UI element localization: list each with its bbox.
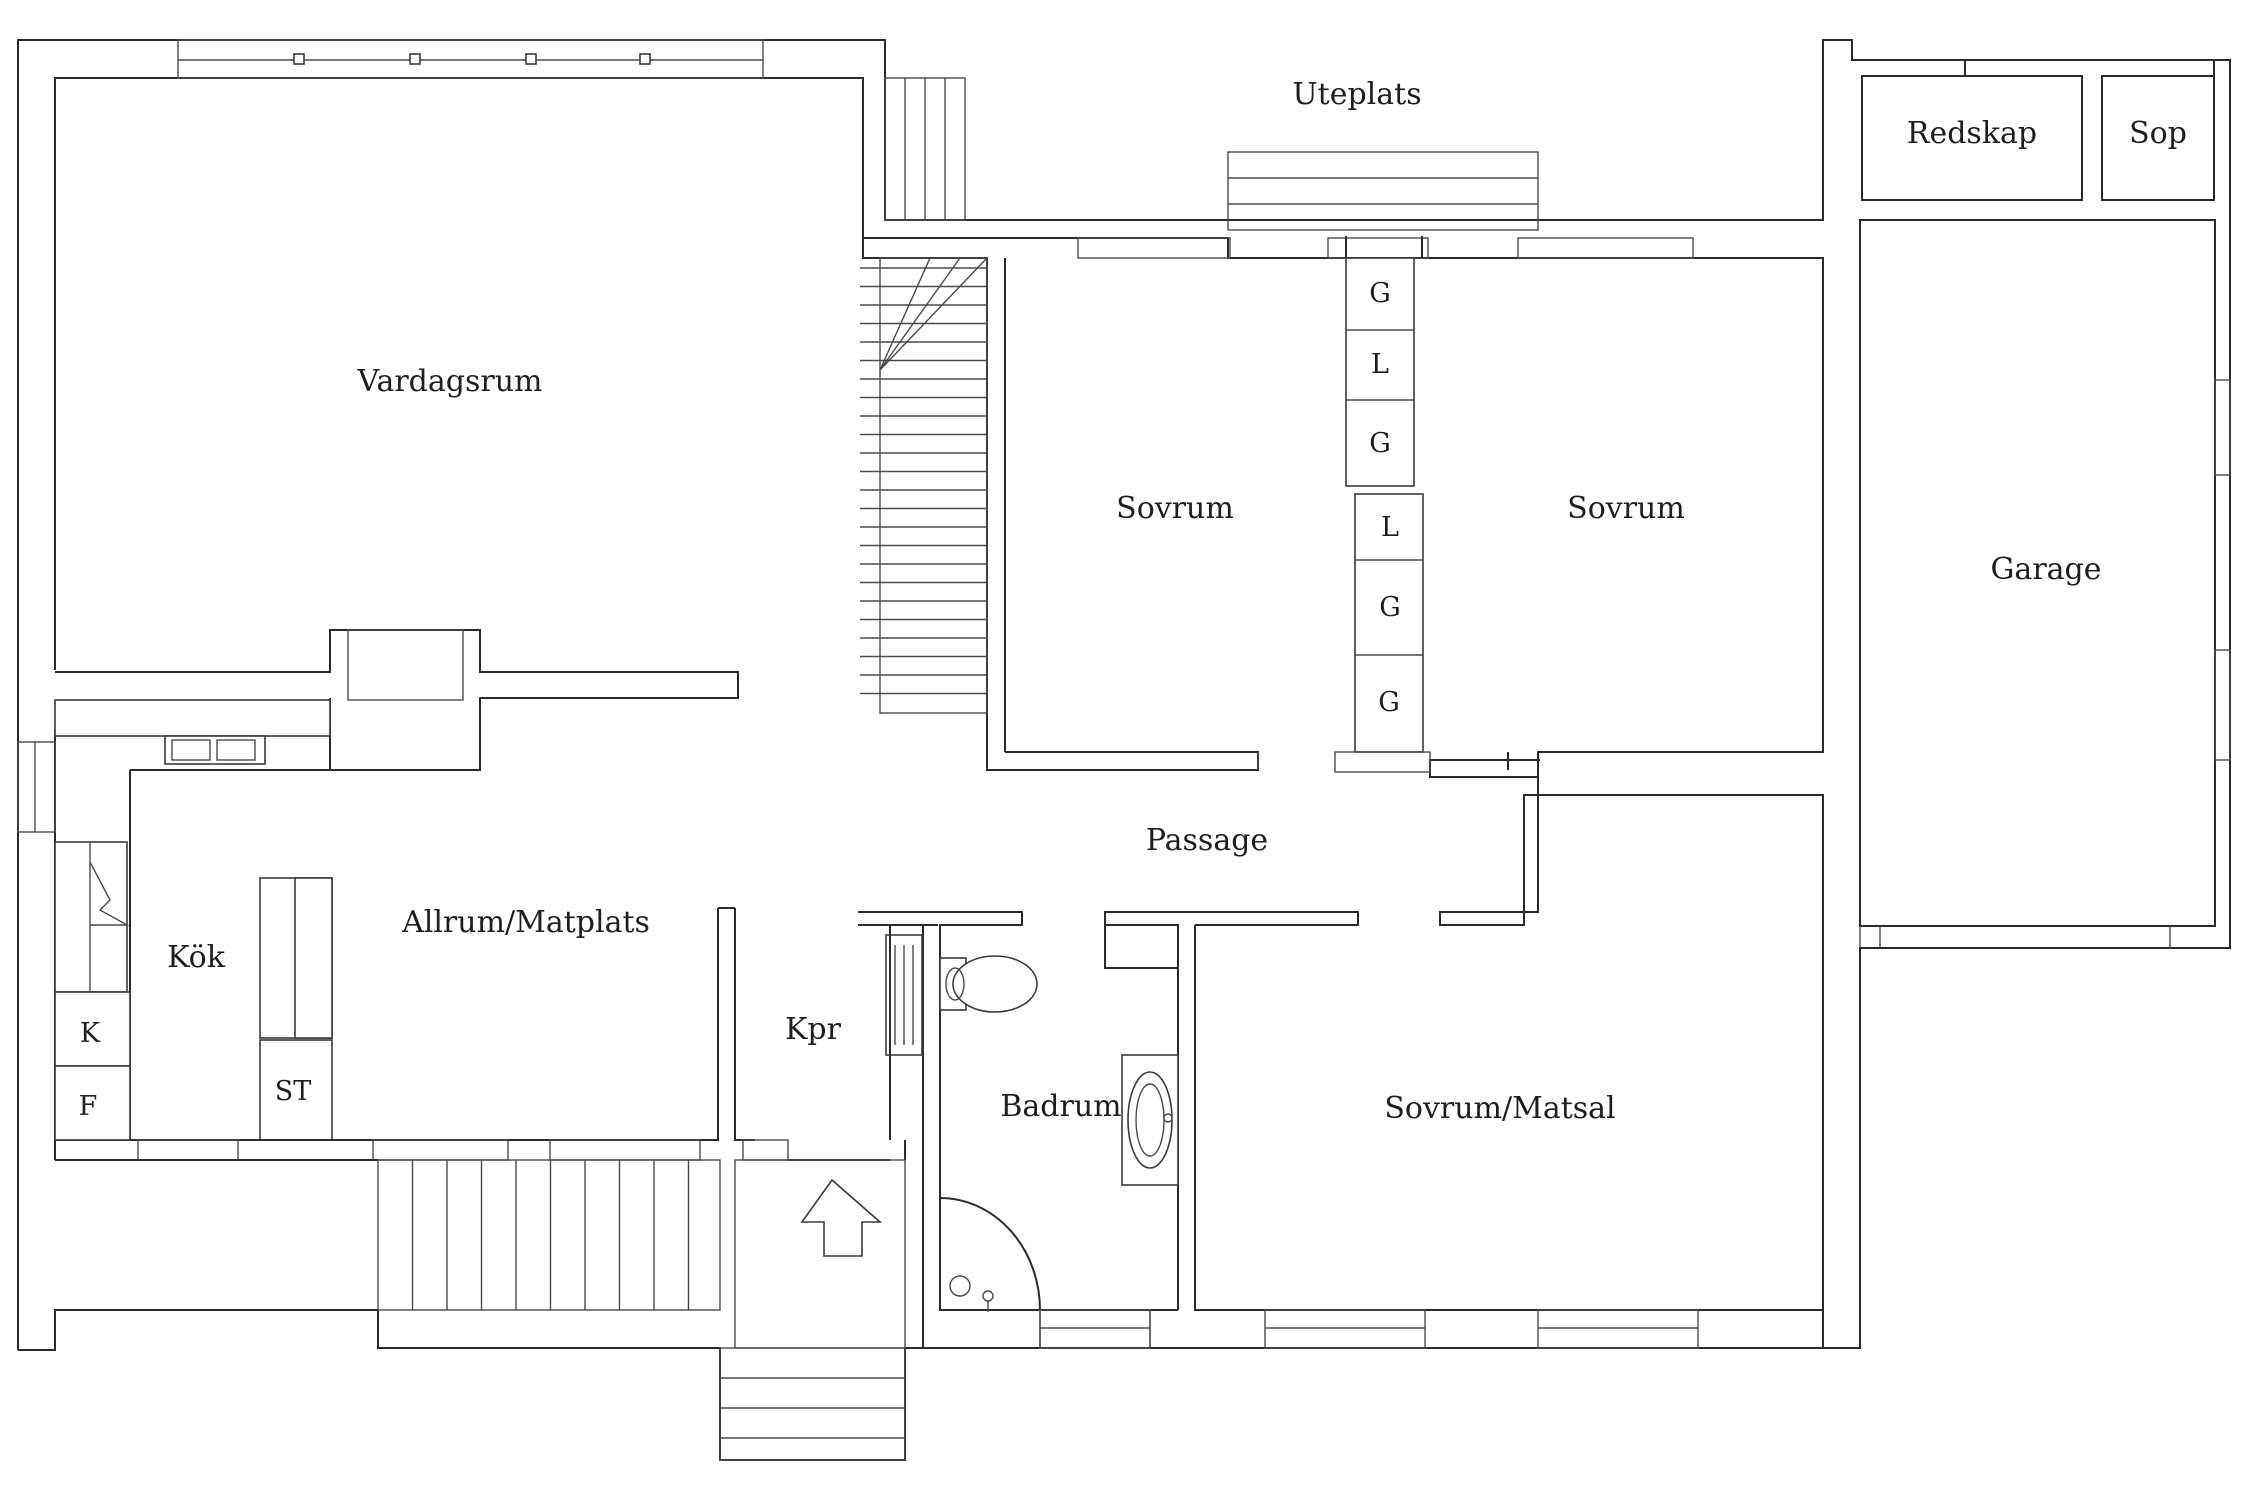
living-room-walls	[54, 629, 739, 771]
label-allrum: Allrum/Matplats	[401, 905, 650, 940]
label-garage: Garage	[1990, 552, 2101, 587]
label-wardrobe-l-1: L	[1371, 349, 1389, 380]
stair-winder	[879, 257, 931, 371]
stair-winder	[879, 257, 961, 371]
label-sop: Sop	[2129, 116, 2187, 151]
outbuilding-walls	[1859, 60, 2231, 948]
label-sovrum-2: Sovrum	[1567, 491, 1685, 526]
label-wardrobe-g-3: G	[1379, 592, 1401, 623]
label-badrum: Badrum	[1000, 1089, 1121, 1124]
label-vardagsrum: Vardagsrum	[357, 364, 543, 399]
dining-bedroom-walls	[1039, 777, 1824, 1349]
label-storage: ST	[275, 1076, 312, 1107]
label-sovrum-1: Sovrum	[1116, 491, 1234, 526]
label-wardrobe-g-1: G	[1369, 278, 1391, 309]
label-wardrobe-g-2: G	[1369, 428, 1391, 459]
entrance-steps	[377, 1159, 906, 1461]
label-redskap: Redskap	[1907, 116, 2037, 151]
label-freezer: F	[79, 1091, 98, 1122]
label-kok: Kök	[167, 940, 226, 975]
label-kpr: Kpr	[785, 1012, 842, 1047]
label-wardrobe-l-2: L	[1381, 512, 1399, 543]
label-passage: Passage	[1146, 823, 1268, 858]
bedroom-walls	[1004, 236, 1694, 773]
label-fridge: K	[80, 1018, 101, 1049]
label-uteplats: Uteplats	[1292, 77, 1421, 112]
entrance-arrow-icon	[800, 1178, 883, 1257]
bathroom	[858, 911, 1179, 1349]
top-steps	[884, 77, 1539, 231]
label-sovrum-matsal: Sovrum/Matsal	[1384, 1091, 1615, 1126]
room-labels: Uteplats Redskap Sop Vardagsrum Sovrum S…	[79, 77, 2187, 1126]
label-wardrobe-g-4: G	[1378, 687, 1400, 718]
outer-walls	[17, 39, 2231, 1461]
stair-winder	[879, 257, 988, 371]
